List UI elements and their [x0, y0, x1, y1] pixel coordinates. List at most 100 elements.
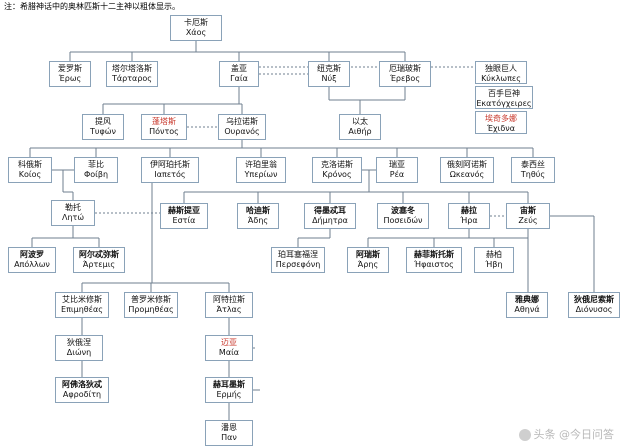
node-zeus-chinese-name: 宙斯 — [520, 206, 536, 215]
watermark-text: 头条 @今日问答 — [533, 428, 615, 441]
node-hades-greek-name: Άδης — [247, 216, 269, 225]
node-oceanus-chinese-name: 俄刻阿诺斯 — [447, 160, 487, 169]
node-cyclopes-chinese-name: 独眼巨人 — [485, 64, 517, 73]
node-leto-chinese-name: 勒托 — [65, 203, 81, 212]
node-ares-greek-name: Άρης — [357, 260, 379, 269]
node-cronus-greek-name: Κρόνος — [322, 170, 352, 179]
node-hera-chinese-name: 赫拉 — [461, 206, 477, 215]
node-leto-greek-name: Λητώ — [61, 213, 85, 222]
node-iapetus-greek-name: Ιαπετός — [154, 170, 186, 179]
node-aphrodite-chinese-name: 阿佛洛狄忒 — [62, 380, 102, 389]
node-chaos-chinese-name: 卡厄斯 — [184, 18, 208, 27]
node-hyperion-chinese-name: 许珀里翁 — [245, 160, 277, 169]
node-zeus-greek-name: Ζεύς — [518, 216, 538, 225]
node-aether-chinese-name: 以太 — [352, 117, 368, 126]
node-poseidon-greek-name: Ποσειδών — [383, 216, 423, 225]
node-nyx-chinese-name: 纽克斯 — [317, 64, 341, 73]
node-rhea-chinese-name: 瑞亚 — [389, 160, 405, 169]
node-oceanus-greek-name: Ωκεανός — [449, 170, 485, 179]
watermark-icon — [518, 429, 531, 441]
node-hestia-chinese-name: 赫斯提亚 — [168, 206, 200, 215]
node-athena-chinese-name: 雅典娜 — [515, 295, 539, 304]
node-dionysus-greek-name: Διόνυσος — [575, 305, 613, 314]
node-hades-chinese-name: 哈迪斯 — [246, 206, 270, 215]
node-dione-greek-name: Διώνη — [66, 348, 92, 357]
node-demeter-chinese-name: 得墨忒耳 — [314, 206, 346, 215]
node-erebus-greek-name: Έρεβος — [389, 74, 421, 83]
node-atlas-chinese-name: 阿特拉斯 — [213, 295, 245, 304]
node-epimetheus-greek-name: Επιμηθέας — [61, 305, 103, 314]
node-pan-chinese-name: 潘恩 — [221, 423, 237, 432]
node-cyclopes-greek-name: Κύκλωπες — [481, 74, 521, 83]
node-echidna-greek-name: Έχιδνα — [487, 124, 515, 133]
node-gaia-greek-name: Γαία — [230, 74, 248, 83]
node-typhon-chinese-name: 提风 — [95, 117, 111, 126]
node-echidna-chinese-name: 埃奇多娜 — [485, 114, 517, 123]
node-hephaestus-chinese-name: 赫菲斯托斯 — [414, 250, 454, 259]
node-apollo-greek-name: Απόλλων — [14, 260, 50, 269]
node-gaia-chinese-name: 盖亚 — [231, 64, 247, 73]
node-uranus-chinese-name: 乌拉诺斯 — [226, 117, 258, 126]
node-phoebe-chinese-name: 菲比 — [88, 160, 104, 169]
watermark: 头条 @今日问答 — [518, 426, 615, 442]
node-eros-greek-name: Έρως — [58, 74, 82, 83]
node-pontus-chinese-name: 蓬塔斯 — [152, 117, 176, 126]
node-prometheus-greek-name: Προμηθέας — [128, 305, 174, 314]
node-ares-chinese-name: 阿瑞斯 — [356, 250, 380, 259]
node-poseidon-chinese-name: 波塞冬 — [391, 206, 415, 215]
node-typhon-greek-name: Τυφών — [90, 127, 116, 136]
node-hephaestus-greek-name: Ήφαιστος — [414, 260, 454, 269]
node-iapetus-chinese-name: 伊阿珀托斯 — [150, 160, 190, 169]
node-pontus-greek-name: Πόντος — [149, 127, 179, 136]
node-phoebe-greek-name: Φοίβη — [83, 170, 109, 179]
node-aphrodite-greek-name: Αφροδίτη — [62, 390, 102, 399]
node-dionysus-chinese-name: 狄俄尼索斯 — [574, 295, 614, 304]
node-maia-greek-name: Μαία — [218, 348, 240, 357]
node-persephone-greek-name: Περσεφόνη — [275, 260, 321, 269]
node-dione-chinese-name: 狄俄涅 — [67, 338, 91, 347]
node-hebe-chinese-name: 赫柏 — [486, 250, 502, 259]
node-uranus-greek-name: Ουρανός — [224, 127, 260, 136]
node-chaos-greek-name: Χάος — [185, 28, 207, 37]
node-hermes-greek-name: Ερμής — [216, 390, 242, 399]
node-coeus-chinese-name: 科俄斯 — [18, 160, 42, 169]
